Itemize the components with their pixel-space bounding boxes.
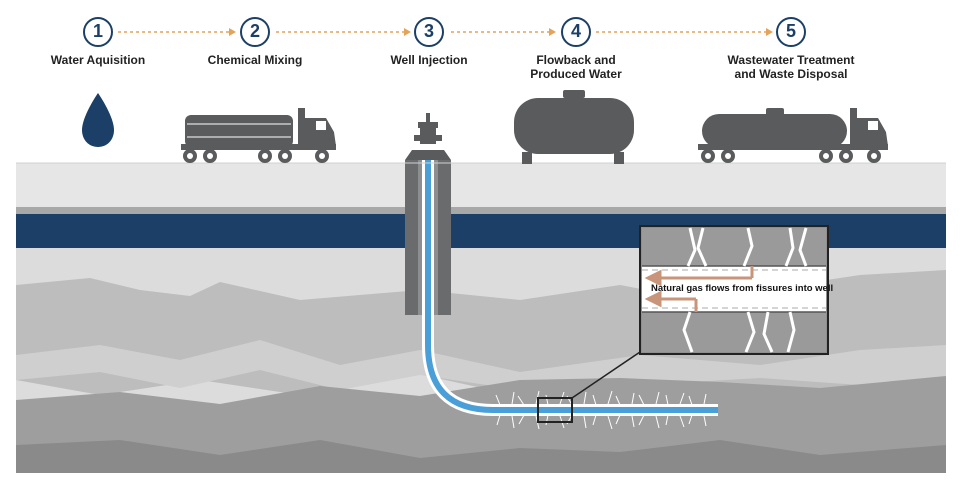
step-number-badge: 3 (414, 17, 444, 47)
step-label: Flowback and Produced Water (530, 53, 622, 81)
step-label: Water Aquisition (50, 53, 146, 67)
callout-caption: Natural gas flows from fissures into wel… (651, 283, 834, 294)
step-number-badge: 1 (83, 17, 113, 47)
step-connectors (118, 28, 773, 36)
thin-strata-line (16, 207, 946, 214)
rock-layer-light (16, 340, 946, 390)
waste-tanker-truck-icon (698, 108, 888, 163)
zoom-connector (571, 351, 641, 399)
step-1: 1 Water Aquisition (8, 17, 188, 67)
step-3: 3 Well Injection (339, 17, 519, 67)
step-number-badge: 4 (561, 17, 591, 47)
bottom-rock (16, 440, 946, 473)
well-bore-blue (425, 160, 718, 413)
step-4: 4 Flowback and Produced Water (486, 17, 666, 81)
step-5: 5 Wastewater Treatment and Waste Disposa… (701, 17, 881, 81)
zoom-source-box (537, 397, 573, 423)
step-number-badge: 2 (240, 17, 270, 47)
step-label: Chemical Mixing (207, 53, 303, 67)
step-label: Wastewater Treatment and Waste Disposal (727, 53, 855, 81)
step-2: 2 Chemical Mixing (165, 17, 345, 67)
step-number-badge: 5 (776, 17, 806, 47)
storage-tank-icon (514, 90, 634, 164)
step-label: Well Injection (390, 53, 468, 67)
water-drop-icon (82, 93, 114, 147)
fracture-lines (495, 390, 707, 430)
fissure-callout (639, 225, 829, 355)
tanker-truck-icon (181, 108, 336, 163)
wellhead-icon (405, 113, 451, 160)
